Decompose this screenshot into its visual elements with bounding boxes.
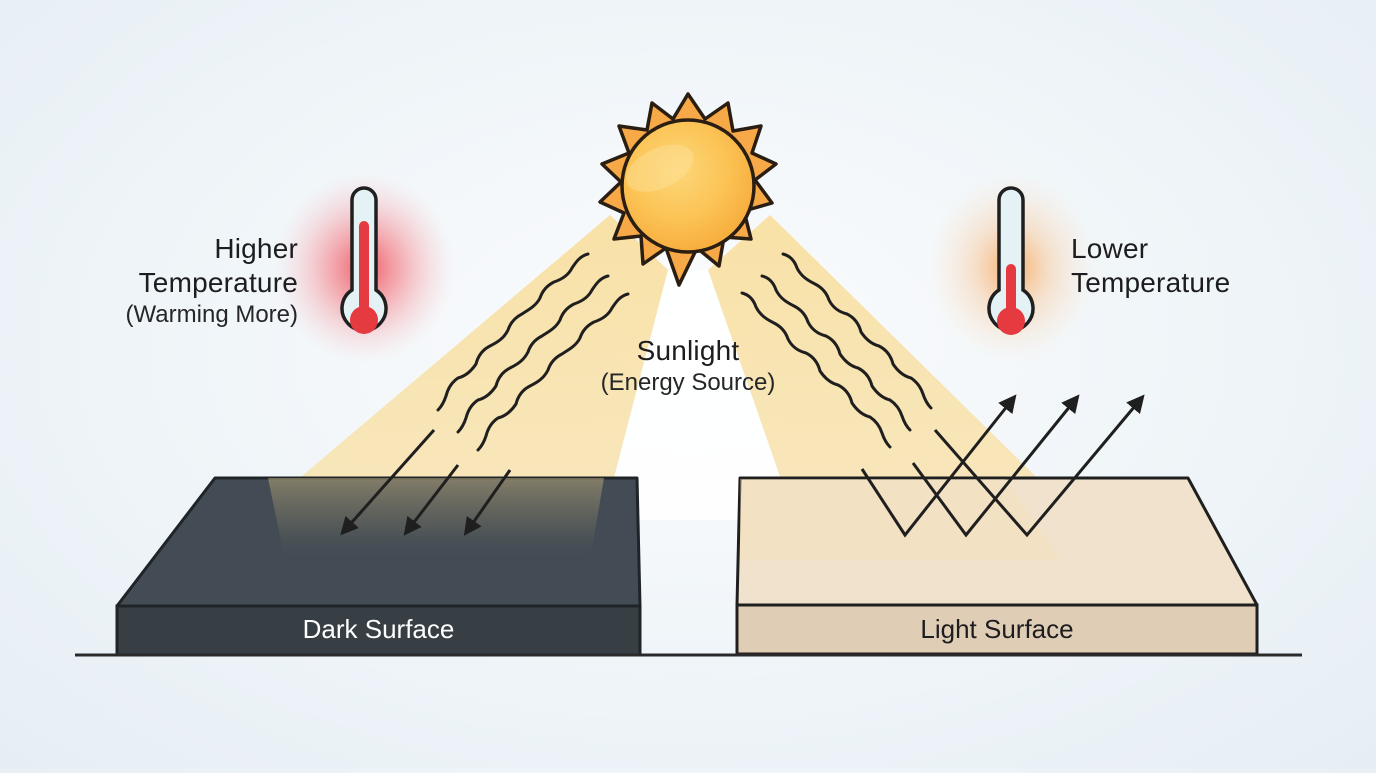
thermometer-high-icon [340, 186, 388, 334]
incoming-waves-right [740, 252, 933, 449]
reflected-arrows [860, 394, 1145, 538]
center-bright-gap [603, 270, 795, 520]
light-surface [735, 476, 1259, 656]
thermometer-low-icon [987, 186, 1035, 335]
left-temperature-label: Higher Temperature (Warming More) [60, 232, 298, 330]
sun-icon [598, 92, 778, 287]
left-title-line2: Temperature [138, 267, 298, 298]
right-temperature-label: Lower Temperature [1071, 232, 1230, 300]
light-surface-label: Light Surface [920, 614, 1074, 644]
sun-title: Sunlight [636, 335, 740, 366]
absorbed-arrows [340, 429, 512, 536]
sun-subtitle: (Energy Source) [600, 369, 776, 396]
right-title-line1: Lower [1071, 233, 1149, 264]
sunlight-label: Sunlight (Energy Source) [568, 334, 808, 398]
dark-surface-label: Dark Surface [302, 614, 455, 644]
dark-surface [115, 476, 642, 657]
left-subtitle: (Warming More) [125, 301, 298, 328]
incoming-waves-left [436, 252, 630, 452]
light-beam-left [250, 215, 668, 520]
right-title-line2: Temperature [1071, 267, 1231, 298]
left-title-line1: Higher [214, 233, 298, 264]
